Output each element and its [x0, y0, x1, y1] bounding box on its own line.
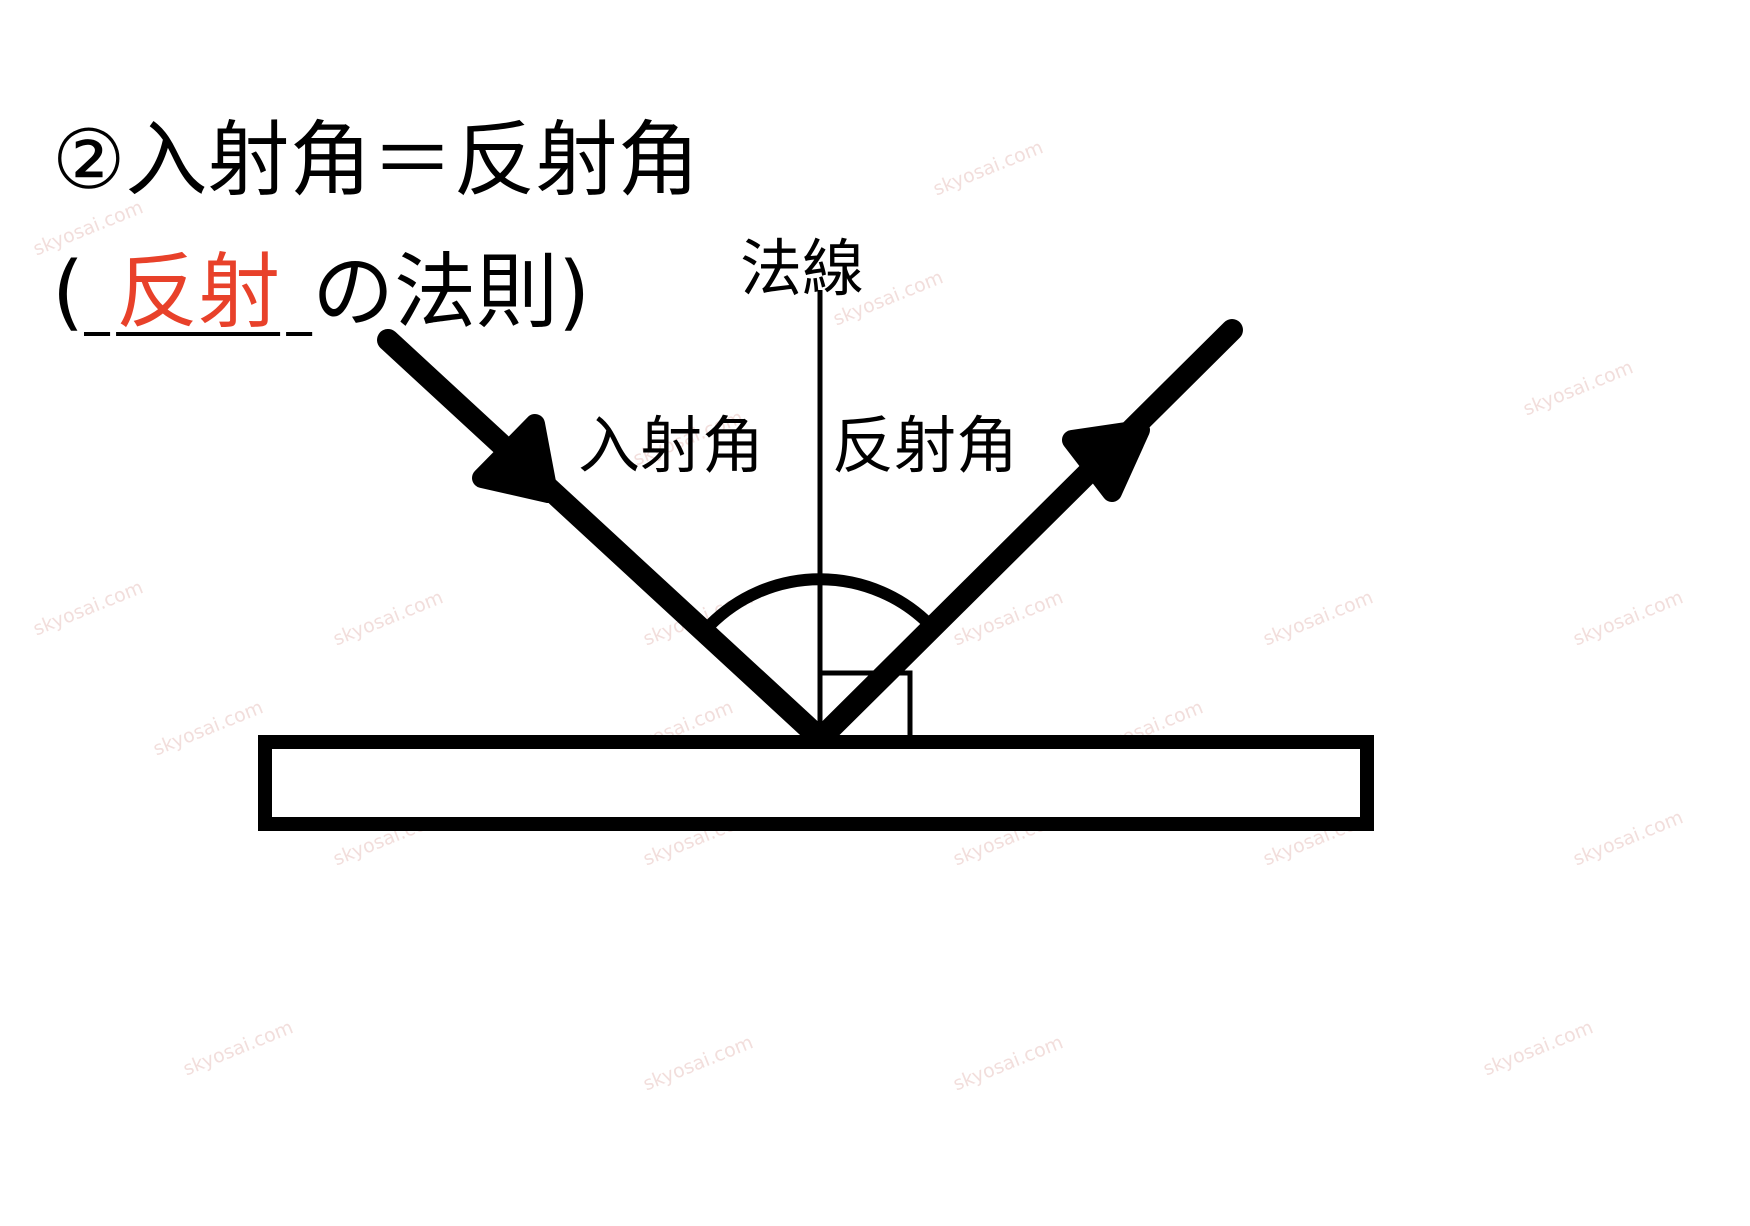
reflected-ray: [817, 319, 1243, 742]
label-angle-of-reflection: 反射角: [832, 409, 1019, 482]
right-angle-marker: [820, 670, 913, 737]
label-angle-of-incidence: 入射角: [578, 409, 765, 482]
mirror-surface: [258, 735, 1374, 831]
blank-answer-text[interactable]: 反射: [116, 245, 281, 340]
blank-underline-right: [286, 245, 312, 340]
label-normal-line: 法線: [740, 232, 865, 305]
blank-underline-left: [84, 245, 110, 340]
title-line-law-name: ( 反射 の法則): [52, 252, 590, 334]
law-suffix-text: の法則): [312, 245, 591, 340]
paren-open: (: [52, 245, 84, 340]
angle-arc: [705, 573, 935, 630]
incident-ray: [377, 329, 823, 742]
title-line-law-equation: ②入射角＝反射角: [52, 113, 700, 208]
